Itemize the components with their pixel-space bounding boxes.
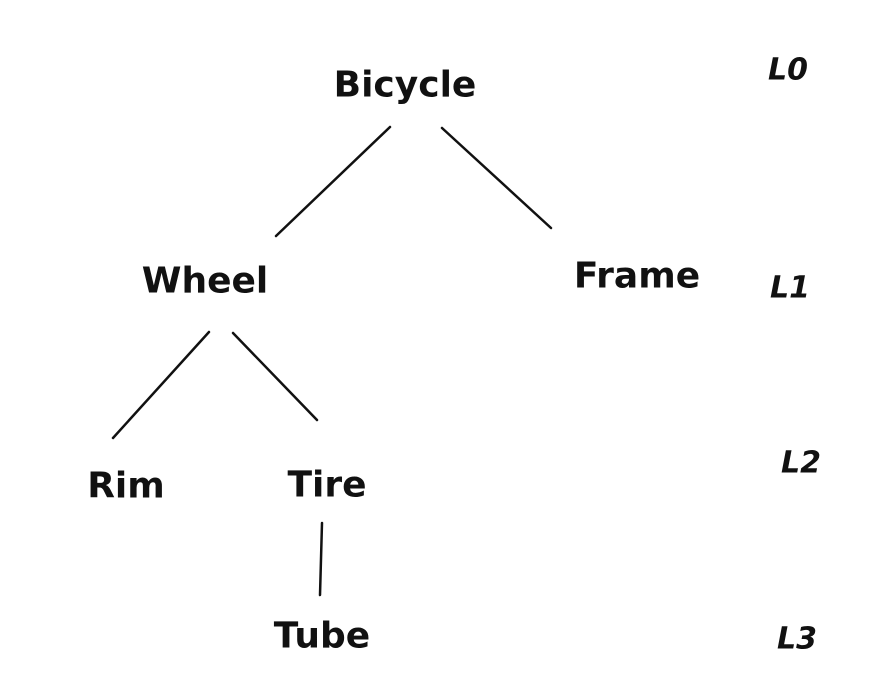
node-frame: Frame <box>573 255 701 297</box>
edge-bicycle-frame <box>440 126 553 230</box>
level-label-l2: L2 <box>781 445 821 481</box>
node-tube: Tube <box>273 615 371 657</box>
node-bicycle: Bicycle <box>333 64 477 106</box>
edge-bicycle-wheel <box>274 125 392 238</box>
edge-tire-tube <box>318 521 324 597</box>
node-tire: Tire <box>287 464 367 506</box>
node-wheel: Wheel <box>141 260 269 302</box>
level-label-l0: L0 <box>768 52 808 88</box>
node-rim: Rim <box>87 465 165 507</box>
level-label-l3: L3 <box>777 621 817 657</box>
level-label-l1: L1 <box>770 270 810 306</box>
edge-wheel-rim <box>111 330 211 440</box>
edge-wheel-tire <box>231 331 319 422</box>
